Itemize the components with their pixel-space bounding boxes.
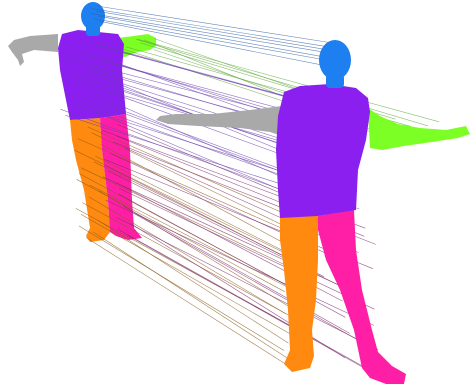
source-neck: [86, 24, 100, 36]
target-neck: [326, 74, 344, 88]
target-torso: [276, 84, 370, 218]
